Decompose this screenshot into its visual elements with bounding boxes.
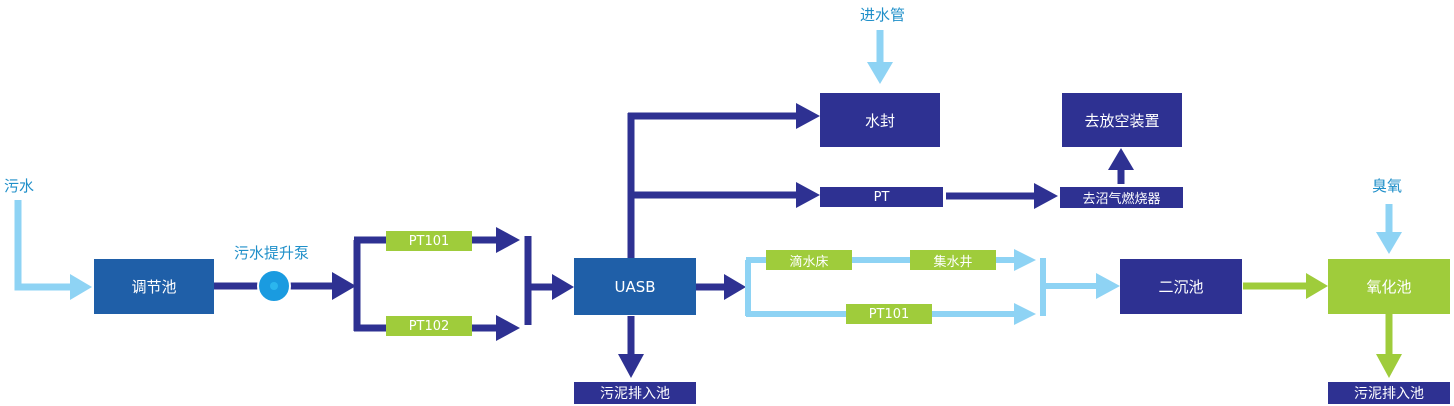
inlet-pipe-label: 进水管 bbox=[860, 6, 906, 24]
oxidation-tank: 氧化池 bbox=[1328, 259, 1450, 314]
ozone-label: 臭氧 bbox=[1372, 177, 1403, 195]
uasb-outlet bbox=[696, 274, 746, 300]
collection-well: 集水井 bbox=[910, 250, 996, 270]
ozone-arrow bbox=[1376, 204, 1402, 254]
uasb-reactor: UASB bbox=[574, 258, 696, 315]
merge-lines bbox=[524, 236, 574, 325]
regulating-tank: 调节池 bbox=[94, 259, 214, 314]
pump-label: 污水提升泵 bbox=[234, 244, 310, 262]
biogas-to-vent bbox=[1108, 148, 1134, 184]
trickling-filter: 滴水床 bbox=[766, 250, 852, 270]
uasb-gas-lines bbox=[627, 103, 820, 258]
water-seal: 水封 bbox=[820, 93, 940, 147]
pt-sensor: PT bbox=[820, 187, 943, 207]
secondary-clarifier: 二沉池 bbox=[1120, 259, 1242, 314]
wastewater-label: 污水 bbox=[4, 177, 35, 195]
clarifier-to-oxidation bbox=[1243, 273, 1328, 299]
sludge-pit-uasb: 污泥排入池 bbox=[574, 382, 696, 404]
pt102: PT102 bbox=[386, 316, 472, 336]
vent-device: 去放空装置 bbox=[1062, 93, 1182, 147]
uasb-sludge-arrow bbox=[618, 316, 644, 378]
sludge-pit-oxidation: 污泥排入池 bbox=[1328, 382, 1450, 404]
inlet-pipe-arrow bbox=[867, 30, 893, 84]
biogas-burner: 去沼气燃烧器 bbox=[1060, 187, 1183, 208]
pt-to-biogas bbox=[946, 183, 1058, 209]
inlet-arrow bbox=[14, 200, 92, 300]
pt101-b: PT101 bbox=[846, 304, 932, 324]
oxidation-sludge-arrow bbox=[1376, 314, 1402, 378]
pt101-a: PT101 bbox=[386, 231, 472, 251]
pump-icon bbox=[257, 269, 291, 303]
